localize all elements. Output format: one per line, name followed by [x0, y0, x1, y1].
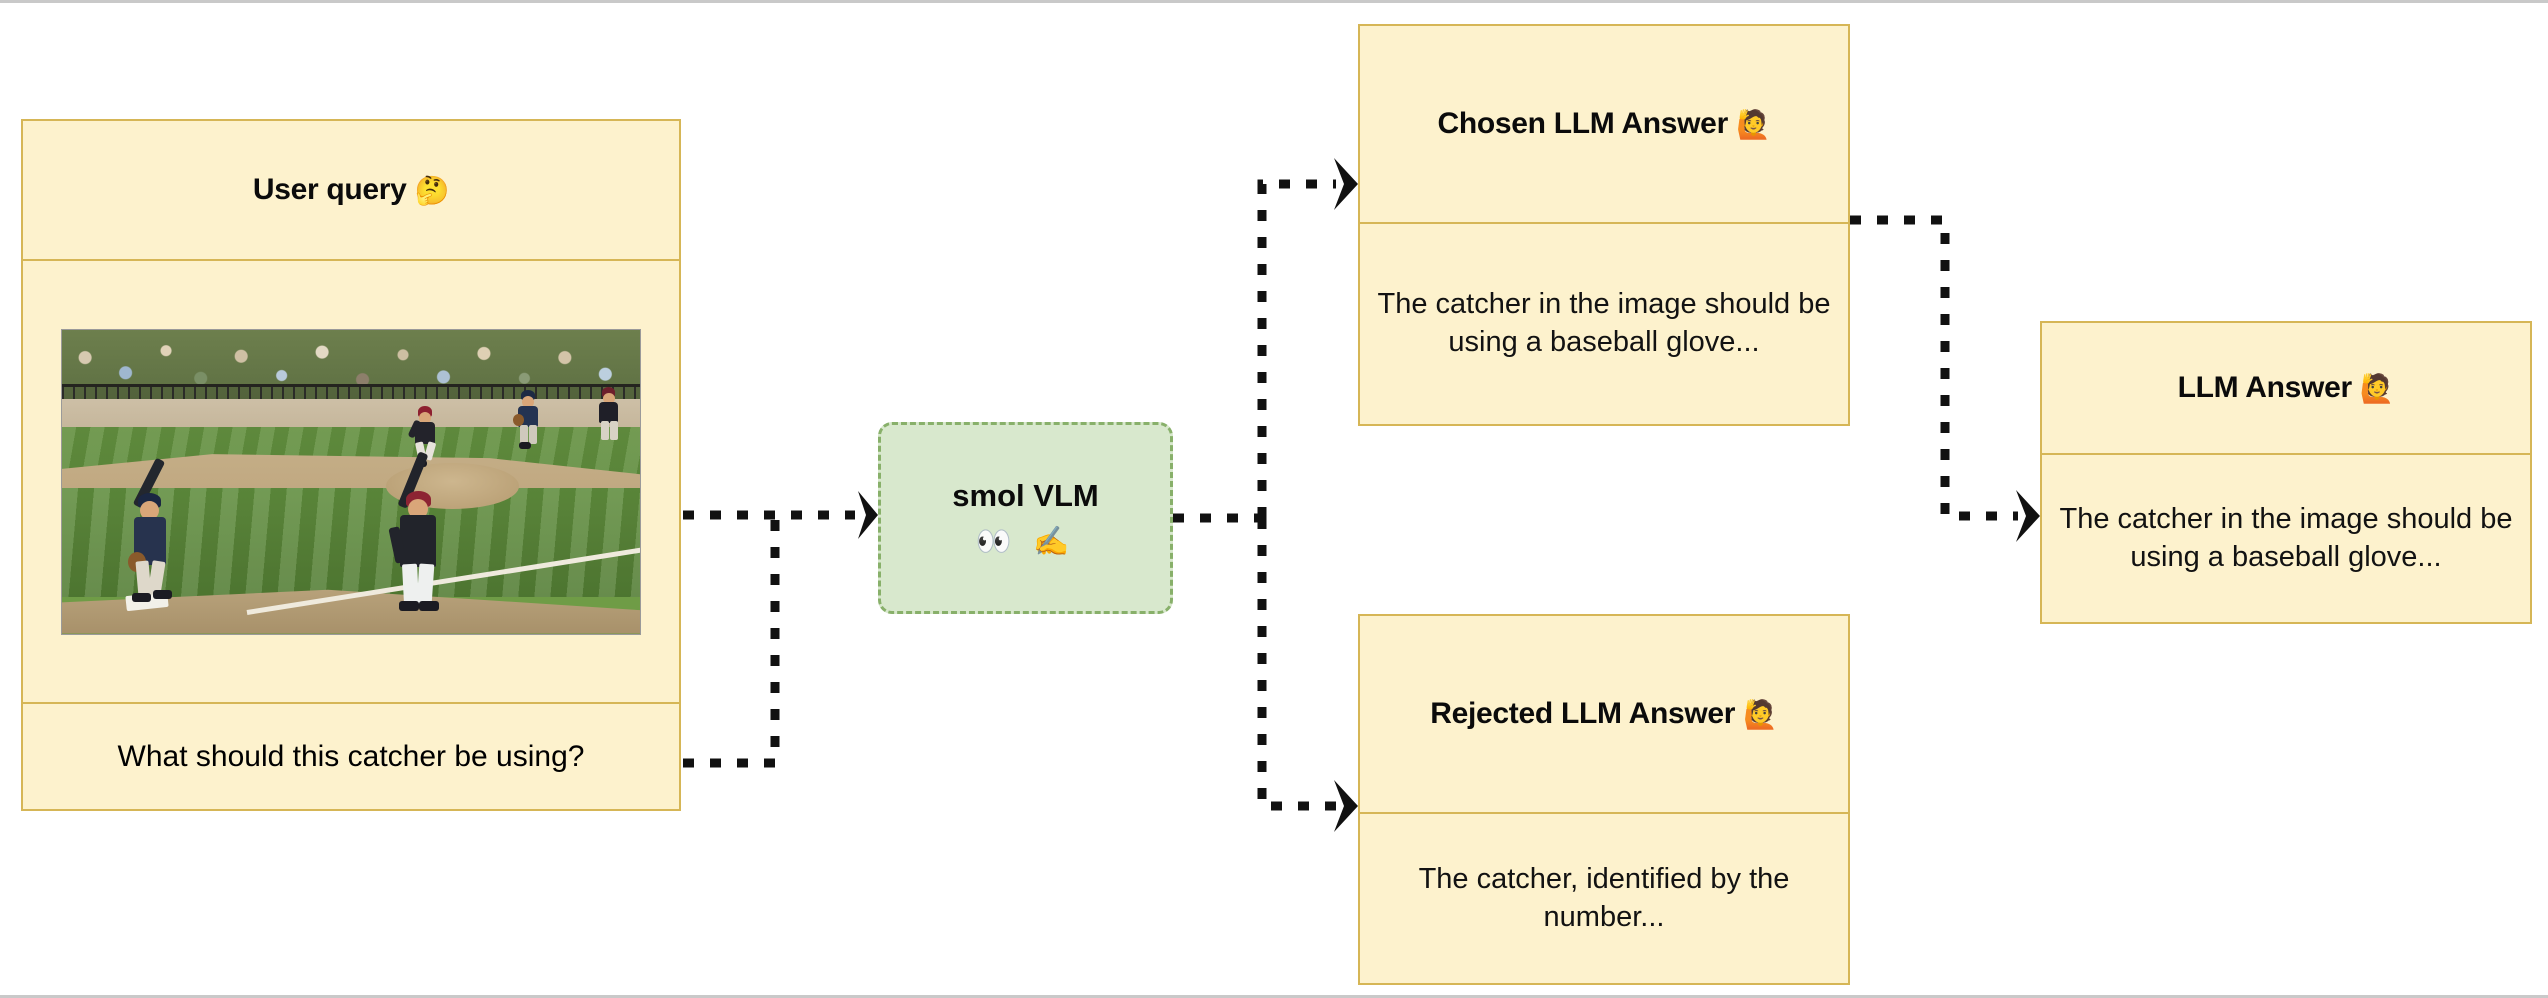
- photo-catcher-shoe-left: [398, 601, 419, 612]
- rejected-llm-answer-title: Rejected LLM Answer: [1430, 697, 1736, 730]
- photo-catcher-leg-right: [416, 563, 435, 605]
- person-raising-hand-icon: 🙋: [1743, 697, 1778, 731]
- photo-player-catcher-foreground: [386, 451, 452, 613]
- photo-player-head: [602, 393, 615, 405]
- photo-player-torso: [414, 421, 435, 444]
- person-raising-hand-icon: 🙋: [1735, 107, 1771, 141]
- smol-vlm-node[interactable]: smol VLM 👀 ✍️: [878, 422, 1173, 614]
- user-query-title: User query: [252, 173, 407, 206]
- photo-catcher-shoe-right: [418, 601, 439, 612]
- photo-player-far-right: [594, 387, 626, 443]
- thinking-face-icon: 🤔: [414, 173, 450, 207]
- photo-player-torso: [598, 402, 618, 424]
- photo-player-leg-left: [600, 421, 609, 441]
- arrowhead-into-smol-vlm: [858, 491, 878, 539]
- user-query-question: What should this catcher be using?: [117, 739, 585, 773]
- chosen-llm-answer-title-row: Chosen LLM Answer 🙋: [1360, 26, 1848, 222]
- photo-player-shoe-left: [131, 593, 151, 603]
- rejected-llm-answer-body: The catcher, identified by the number...: [1418, 862, 1790, 933]
- arrowhead-into-llm-answer: [2016, 490, 2040, 542]
- baseball-game-photo: [61, 328, 641, 635]
- photo-player-shoe-right: [152, 590, 172, 600]
- person-raising-hand-icon: 🙋: [2359, 371, 2395, 405]
- photo-player-cap: [520, 390, 535, 401]
- photo-player-shoe: [518, 442, 531, 450]
- llm-answer-title-row: LLM Answer 🙋: [2042, 323, 2530, 453]
- photo-player-navy-right: [512, 390, 545, 450]
- user-query-image-row: [23, 259, 679, 702]
- rejected-llm-answer-title-row: Rejected LLM Answer 🙋: [1360, 616, 1848, 812]
- user-query-question-row: What should this catcher be using?: [23, 702, 679, 809]
- user-query-title-row: User query 🤔: [23, 121, 679, 259]
- rejected-llm-answer-body-row: The catcher, identified by the number...: [1360, 812, 1848, 983]
- smol-vlm-label: smol VLM: [952, 477, 1099, 513]
- llm-answer-body-row: The catcher in the image should be using…: [2042, 453, 2530, 622]
- arrowhead-into-rejected: [1334, 780, 1358, 832]
- photo-player-head: [139, 501, 159, 521]
- edge-smol-vlm-to-rejected: [1257, 518, 1336, 811]
- photo-player-glove: [512, 414, 524, 427]
- photo-catcher-head: [407, 499, 428, 520]
- photo-player-cap: [601, 387, 615, 398]
- photo-warning-track: [62, 399, 640, 427]
- eyes-and-writing-hand-icon: 👀 ✍️: [975, 523, 1076, 558]
- llm-answer-body: The catcher in the image should be using…: [2059, 502, 2513, 573]
- chosen-llm-answer-title: Chosen LLM Answer: [1437, 107, 1728, 140]
- photo-player-leg-left: [519, 425, 528, 445]
- llm-answer-node[interactable]: LLM Answer 🙋 The catcher in the image sh…: [2040, 321, 2532, 624]
- photo-player-head: [418, 411, 431, 424]
- arrowhead-into-chosen: [1334, 158, 1358, 210]
- photo-player-leg-right: [609, 421, 618, 441]
- photo-player-leg-right: [528, 425, 537, 445]
- edge-smol-vlm-to-chosen: [1257, 179, 1336, 518]
- chosen-llm-answer-node[interactable]: Chosen LLM Answer 🙋 The catcher in the i…: [1358, 24, 1850, 426]
- rejected-llm-answer-node[interactable]: Rejected LLM Answer 🙋 The catcher, ident…: [1358, 614, 1850, 985]
- photo-player-head: [521, 396, 534, 409]
- photo-player-cap: [417, 405, 432, 417]
- user-query-node[interactable]: User query 🤔: [21, 119, 681, 811]
- edge-question-to-smol-vlm: [683, 515, 780, 768]
- edge-chosen-to-llm-answer: [1850, 215, 2018, 521]
- llm-answer-title: LLM Answer: [2177, 371, 2353, 404]
- photo-player-navy-foreground: [126, 457, 186, 603]
- chosen-llm-answer-body: The catcher in the image should be using…: [1377, 288, 1831, 358]
- chosen-llm-answer-body-row: The catcher in the image should be using…: [1360, 222, 1848, 424]
